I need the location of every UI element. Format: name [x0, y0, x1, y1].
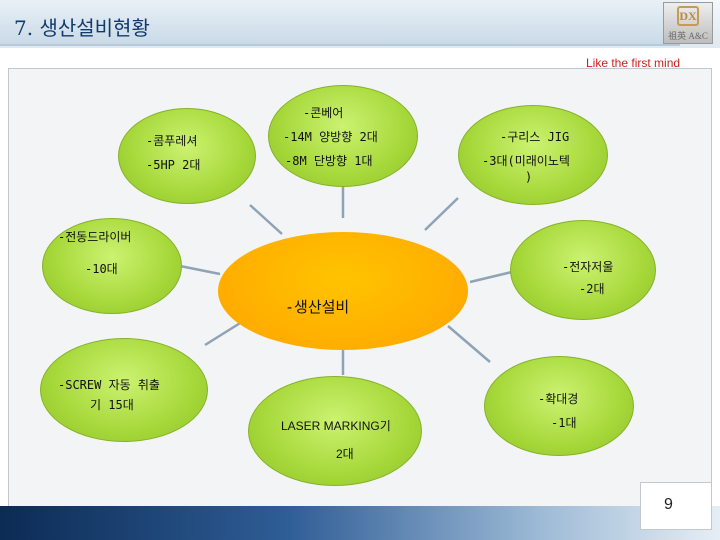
page-number-box [640, 482, 712, 530]
conveyor-line3: -8M 단방향 1대 [285, 154, 373, 168]
connector-electric-driver [179, 264, 221, 276]
compressor-line2: -5HP 2대 [146, 158, 201, 172]
company-logo: DX 祖英 A&C [663, 2, 713, 44]
footer-bar [0, 506, 720, 540]
soldering-iron-line1: -전자저울 [562, 260, 614, 274]
slide-title: 7. 생산설비현황 [14, 16, 150, 40]
page-number: 9 [664, 496, 673, 513]
slogan: Like the first mind [586, 56, 681, 70]
header-strip [0, 0, 680, 46]
bubble-grease-jig [458, 105, 608, 205]
grease-jig-line2: -3대(미래이노텍 [482, 154, 570, 168]
bubble-screw-ejector [40, 338, 208, 442]
bubble-electric-driver [42, 218, 182, 314]
laser-marking-line1: LASER MARKING기 [281, 419, 391, 433]
laser-marking-line2: 2대 [336, 447, 354, 461]
bubble-magnifier [484, 356, 634, 456]
screw-ejector-line2: 기 15대 [90, 398, 134, 412]
conveyor-line2: -14M 양방향 2대 [283, 130, 378, 144]
grease-jig-line3: ) [525, 170, 533, 184]
conveyor-line1: -콘베어 [303, 106, 344, 120]
connector-grease-jig [424, 197, 459, 231]
connector-soldering-iron [469, 270, 513, 284]
connector-compressor [249, 204, 283, 235]
screw-ejector-line1: -SCREW 자동 취출 [58, 378, 160, 392]
slide-header: 7. 생산설비현황 DX 祖英 A&C [0, 0, 720, 48]
connector-screw-ejector [204, 318, 246, 347]
electric-driver-line2: -10대 [85, 262, 118, 276]
logo-text: 祖英 A&C [668, 31, 708, 41]
soldering-iron-line2: -2대 [579, 282, 605, 296]
bubble-compressor [118, 108, 256, 204]
grease-jig-line1: -구리스 JIG [500, 130, 570, 144]
logo-mark: DX [677, 6, 699, 26]
electric-driver-line1: -전동드라이버 [58, 230, 132, 244]
magnifier-line1: -확대경 [538, 392, 579, 406]
connector-magnifier [447, 325, 491, 363]
bubble-laser-marking [248, 376, 422, 486]
compressor-line1: -콤푸레셔 [146, 134, 198, 148]
center-bubble [218, 232, 468, 350]
bubble-conveyor [268, 85, 418, 187]
center-label: -생산설비 [285, 298, 350, 316]
bubble-soldering-iron [510, 220, 656, 320]
magnifier-line2: -1대 [551, 416, 577, 430]
